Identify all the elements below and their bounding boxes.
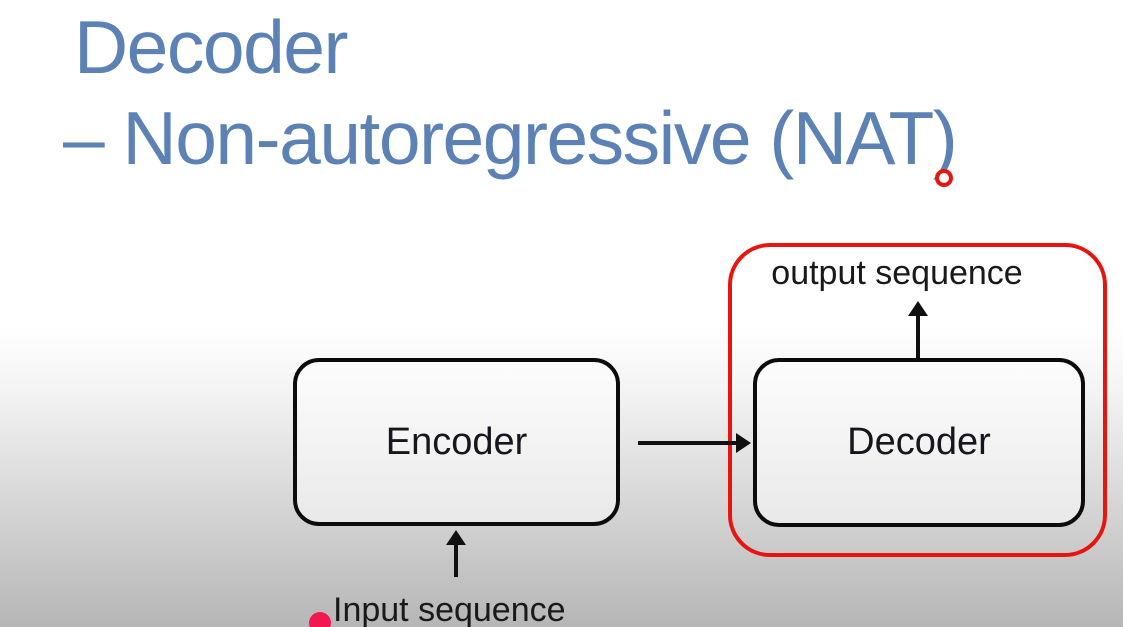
slide-title-line-1: Decoder [74, 5, 348, 89]
output-sequence-label: output sequence [771, 254, 1023, 292]
decoder-box: Decoder [753, 358, 1085, 527]
encoder-box: Encoder [293, 358, 620, 526]
decoder-output-arrow-line [916, 314, 920, 358]
encoder-to-decoder-arrowhead-icon [736, 433, 751, 453]
input-encoder-arrow-line [454, 543, 458, 577]
decoder-box-label: Decoder [847, 421, 991, 463]
pointer-dot-icon [309, 612, 331, 627]
input-sequence-label: Input sequence [333, 591, 566, 627]
slide-title-line-2: – Non-autoregressive (NAT) [63, 96, 958, 180]
input-encoder-arrowhead-icon [446, 530, 466, 545]
encoder-to-decoder-arrow-line [638, 441, 738, 445]
decoder-output-arrowhead-icon [908, 301, 928, 316]
encoder-box-label: Encoder [385, 420, 528, 463]
nat-highlight-rect [728, 243, 1107, 557]
pointer-ring-icon [935, 169, 953, 187]
